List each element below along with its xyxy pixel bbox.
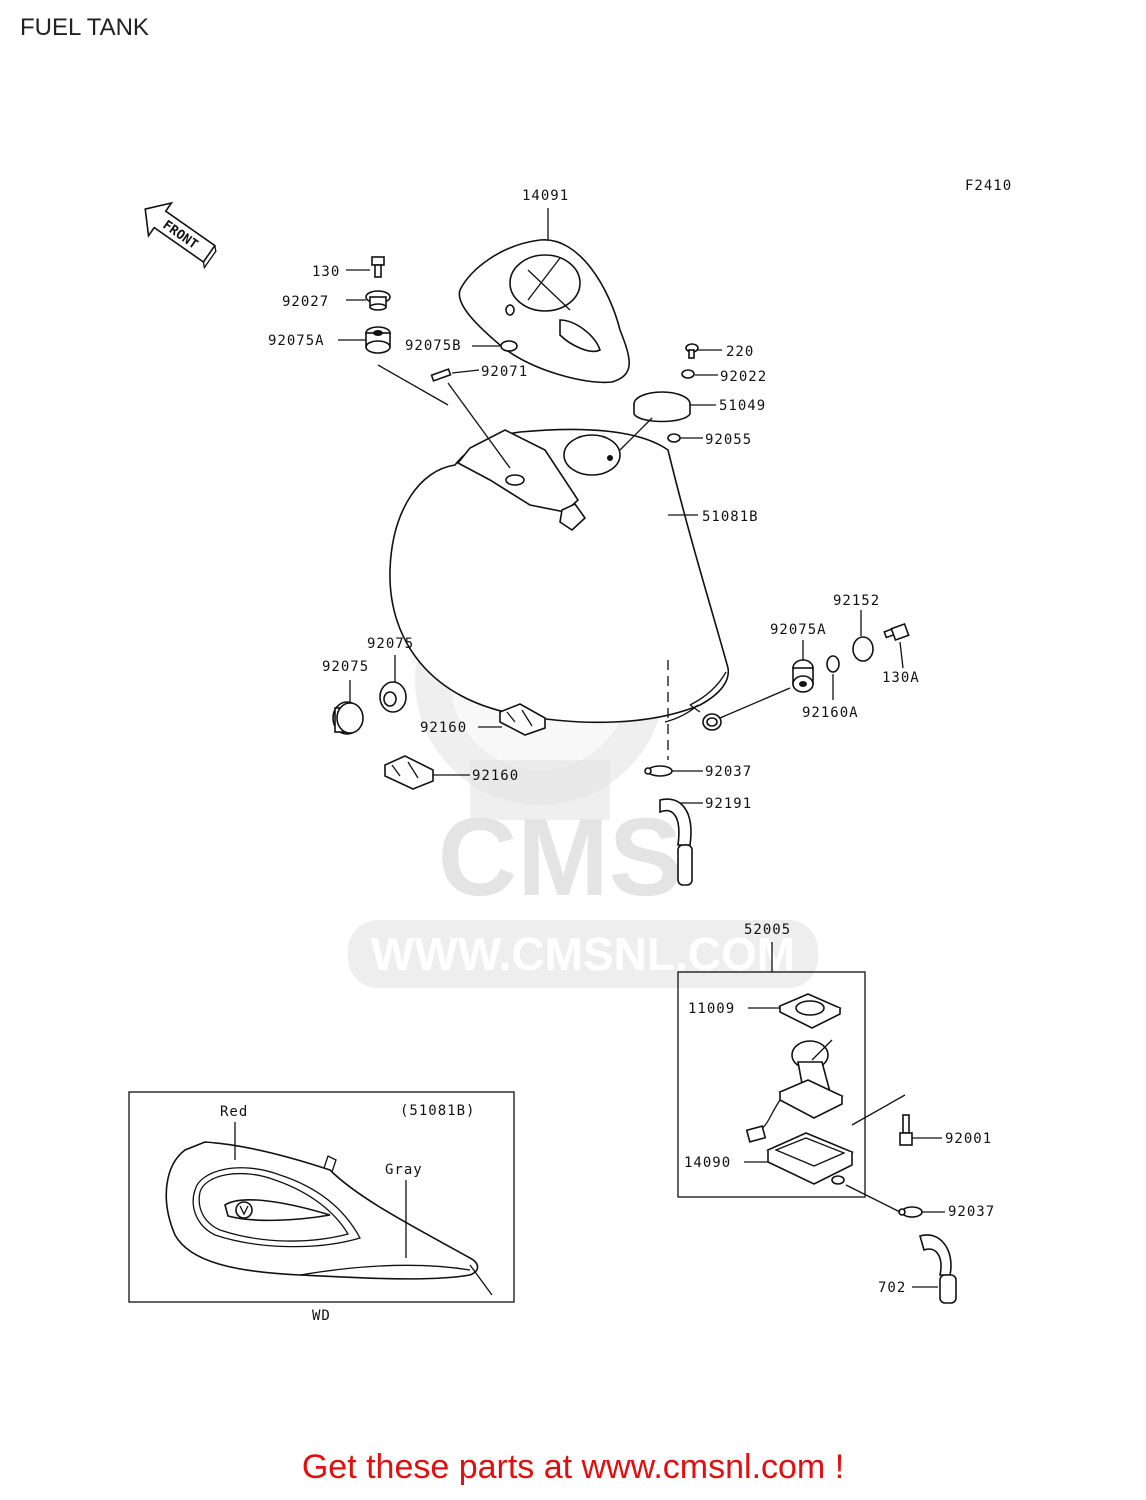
fuel-tank-part [389,428,730,731]
inset-color-top: Red [220,1104,248,1120]
damper-92075-b-part [379,681,407,713]
hose-702-part [919,1234,957,1304]
bolt-130-part [371,256,385,278]
label-51049: 51049 [719,398,766,414]
label-92001: 92001 [945,1131,992,1147]
damper-92075A-right-part [792,659,814,693]
label-702: 702 [878,1280,906,1296]
bolt-130A-part [883,622,910,642]
label-92160-b: 92160 [472,768,519,784]
bracket-92160-b-part [384,755,434,790]
label-92075A-top: 92075A [268,333,325,349]
label-92037-b: 92037 [948,1204,995,1220]
hose-92191-part [659,798,693,886]
label-92075A-right: 92075A [770,622,827,638]
damper-92075A-top-part [365,326,391,354]
fuel-pump-assembly [677,942,866,1198]
label-220: 220 [726,344,754,360]
o-ring-92055-part [667,433,681,443]
label-92071: 92071 [481,364,528,380]
bolt-92001-part [899,1114,913,1146]
washer-92160A-part [826,655,840,673]
label-51081B: 51081B [702,509,759,525]
damper-92075-a-part [332,701,364,735]
label-92160-a: 92160 [420,720,467,736]
clamp-92037-a-part [644,765,673,777]
front-arrow-icon: FRONT [144,201,217,270]
pin-92071-part [430,368,452,382]
label-92055: 92055 [705,432,752,448]
part-labels: 14091 130 92027 92075A 92075B 92071 220 … [268,188,995,1296]
label-92022: 92022 [720,369,767,385]
inset-color-side: Gray [385,1162,423,1178]
cap-51049-part [633,391,691,423]
watermark-url: WWW.CMSNL.COM [371,928,795,980]
cover-part [458,239,630,384]
label-130: 130 [312,264,340,280]
case-14090-part [766,1132,854,1185]
inset-caption: WD [312,1308,331,1324]
label-130A: 130A [882,670,920,686]
diagram-code: F2410 [965,178,1012,194]
screw-220-part [685,343,699,359]
label-52005: 52005 [744,922,791,938]
label-14090: 14090 [684,1155,731,1171]
label-92075-b: 92075 [367,636,414,652]
color-variant-inset: (51081B) Red Gray [128,1091,515,1303]
washer-92152-part [852,636,874,662]
watermark-brand: CMS [438,796,682,919]
inset-ref: (51081B) [400,1103,475,1119]
label-92037-a: 92037 [705,764,752,780]
washer-92075B-part [500,340,518,352]
label-92191: 92191 [705,796,752,812]
leader-lines [338,208,904,804]
gasket-11009-part [778,993,842,1029]
parts-link-banner[interactable]: Get these parts at www.cmsnl.com ! [301,1448,845,1486]
label-92160A: 92160A [802,705,859,721]
label-11009: 11009 [688,1001,735,1017]
label-92027: 92027 [282,294,329,310]
collar-92027-part [365,290,391,311]
pump-unit-part [745,1039,844,1143]
page-title: FUEL TANK [20,14,149,41]
label-92075B: 92075B [405,338,462,354]
nut-92022-part [681,369,695,379]
label-14091: 14091 [522,188,569,204]
clamp-92037-b-part [898,1206,923,1218]
label-92075-a: 92075 [322,659,369,675]
bracket-92160-a-part [499,703,546,736]
label-92152: 92152 [833,593,880,609]
